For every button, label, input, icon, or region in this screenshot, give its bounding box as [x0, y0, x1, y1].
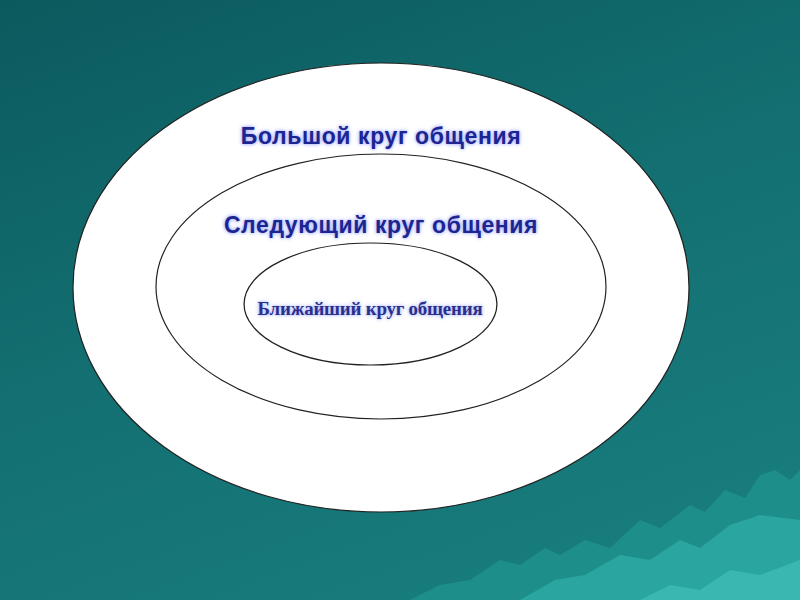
middle-circle: Следующий круг общенияБлижайший круг общ… [155, 153, 607, 420]
outer-circle: Большой круг общенияСледующий круг общен… [72, 62, 690, 513]
inner-circle: Ближайший круг общения [243, 242, 498, 366]
mountain [520, 515, 800, 600]
ellipse [156, 154, 606, 419]
circle-label: Ближайший круг общения [243, 298, 498, 320]
circle-label: Большой круг общения [72, 123, 690, 150]
circle-label: Следующий круг общения [155, 212, 607, 239]
mountain [640, 560, 800, 600]
ellipse [73, 63, 689, 512]
